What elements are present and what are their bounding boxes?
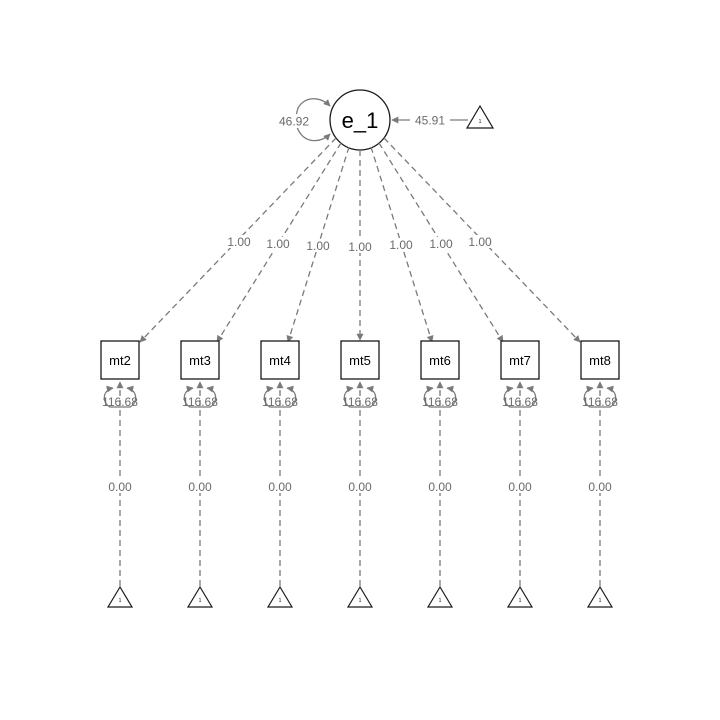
latent-intercept-path: 45.91 xyxy=(391,113,468,128)
indicator-box xyxy=(500,340,540,380)
indicator-label: mt4 xyxy=(269,353,291,368)
latent-node: e_1 xyxy=(329,89,391,151)
intercept-label: 0.00 xyxy=(428,480,452,494)
latent-intercept-label: 45.91 xyxy=(415,114,445,128)
loading-path: 1.00 xyxy=(370,146,434,343)
indicator-column: 0.00 116.68 mt2 1 xyxy=(100,340,140,608)
constant-label: 1 xyxy=(599,598,602,604)
loading-path: 1.00 xyxy=(139,137,337,343)
indicator-label: mt6 xyxy=(429,353,451,368)
loading-label: 1.00 xyxy=(348,240,372,254)
indicator-box xyxy=(420,340,460,380)
residual-variance-loop xyxy=(583,385,617,408)
intercept-label: 0.00 xyxy=(188,480,212,494)
loading-label: 1.00 xyxy=(389,238,413,252)
residual-variance-loop xyxy=(343,385,377,408)
latent-variance-loop: 46.92 xyxy=(277,98,331,142)
residual-variance-label: 116.68 xyxy=(582,395,618,409)
intercept-label: 0.00 xyxy=(108,480,132,494)
loading-path: 1.00 xyxy=(286,146,350,343)
constant-label: 1 xyxy=(199,598,202,604)
latent-constant-label: 1 xyxy=(479,119,482,125)
constant-label: 1 xyxy=(279,598,282,604)
residual-variance-loop xyxy=(263,385,297,408)
constant-triangle xyxy=(506,585,534,608)
constant-label: 1 xyxy=(119,598,122,604)
intercept-label: 0.00 xyxy=(348,480,372,494)
loading-path: 1.00 xyxy=(378,142,504,343)
constant-label: 1 xyxy=(439,598,442,604)
constant-triangle xyxy=(266,585,294,608)
indicator-box xyxy=(580,340,620,380)
latent-constant-triangle: 1 xyxy=(465,104,495,129)
indicator-box xyxy=(180,340,220,380)
residual-variance-loop xyxy=(503,385,537,408)
residual-variance-label: 116.68 xyxy=(102,395,138,409)
indicator-label: mt3 xyxy=(189,353,211,368)
residual-variance-label: 116.68 xyxy=(342,395,378,409)
residual-variance-label: 116.68 xyxy=(262,395,298,409)
indicator-column: 0.00 116.68 mt5 1 xyxy=(340,340,380,608)
residual-variance-loop xyxy=(183,385,217,408)
indicator-column: 0.00 116.68 mt7 1 xyxy=(500,340,540,608)
intercept-label: 0.00 xyxy=(268,480,292,494)
loading-label: 1.00 xyxy=(266,237,290,251)
latent-label: e_1 xyxy=(342,108,379,133)
loading-paths: 1.00 1.00 1.00 1.00 1.00 1.00 xyxy=(139,137,581,343)
indicator-column: 0.00 116.68 mt8 1 xyxy=(580,340,620,608)
loading-label: 1.00 xyxy=(306,239,330,253)
indicator-box xyxy=(100,340,140,380)
residual-variance-label: 116.68 xyxy=(422,395,458,409)
residual-variance-loop xyxy=(423,385,457,408)
constant-label: 1 xyxy=(359,598,362,604)
constant-triangle xyxy=(346,585,374,608)
intercept-label: 0.00 xyxy=(508,480,532,494)
indicator-box xyxy=(340,340,380,380)
indicator-column: 0.00 116.68 mt6 1 xyxy=(420,340,460,608)
residual-variance-label: 116.68 xyxy=(182,395,218,409)
loading-label: 1.00 xyxy=(468,235,492,249)
indicator-label: mt5 xyxy=(349,353,371,368)
loading-path: 1.00 xyxy=(346,150,374,341)
indicator-label: mt8 xyxy=(589,353,611,368)
loading-path: 1.00 xyxy=(216,142,342,343)
indicator-column: 0.00 116.68 mt4 1 xyxy=(260,340,300,608)
indicator-box xyxy=(260,340,300,380)
constant-triangle xyxy=(106,585,134,608)
loading-label: 1.00 xyxy=(227,235,251,249)
indicator-column: 0.00 116.68 mt3 1 xyxy=(180,340,220,608)
constant-label: 1 xyxy=(519,598,522,604)
loading-label: 1.00 xyxy=(429,237,453,251)
residual-variance-loop xyxy=(103,385,137,408)
intercept-label: 0.00 xyxy=(588,480,612,494)
constant-triangle xyxy=(586,585,614,608)
constant-triangle xyxy=(426,585,454,608)
loading-path: 1.00 xyxy=(383,137,581,343)
indicator-label: mt7 xyxy=(509,353,531,368)
indicator-label: mt2 xyxy=(109,353,131,368)
residual-variance-label: 116.68 xyxy=(502,395,538,409)
constant-triangle xyxy=(186,585,214,608)
latent-variance-label: 46.92 xyxy=(279,115,309,129)
